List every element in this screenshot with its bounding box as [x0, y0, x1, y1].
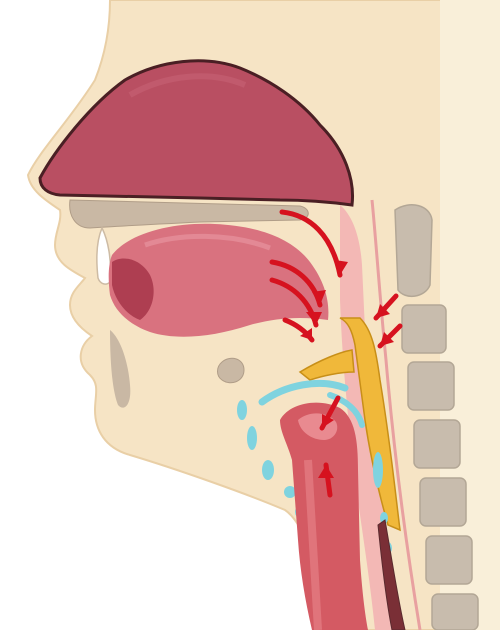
vertebra: [432, 594, 478, 630]
vertebra: [414, 420, 460, 468]
cartilage: [373, 452, 383, 488]
cartilage: [247, 426, 257, 450]
cartilage: [262, 460, 274, 480]
vertebra: [408, 362, 454, 410]
vertebra: [395, 205, 432, 297]
vertebra: [420, 478, 466, 526]
cartilage: [237, 400, 247, 420]
hyoid-bone: [218, 358, 245, 382]
vertebra: [402, 305, 446, 353]
vertebra: [426, 536, 472, 584]
